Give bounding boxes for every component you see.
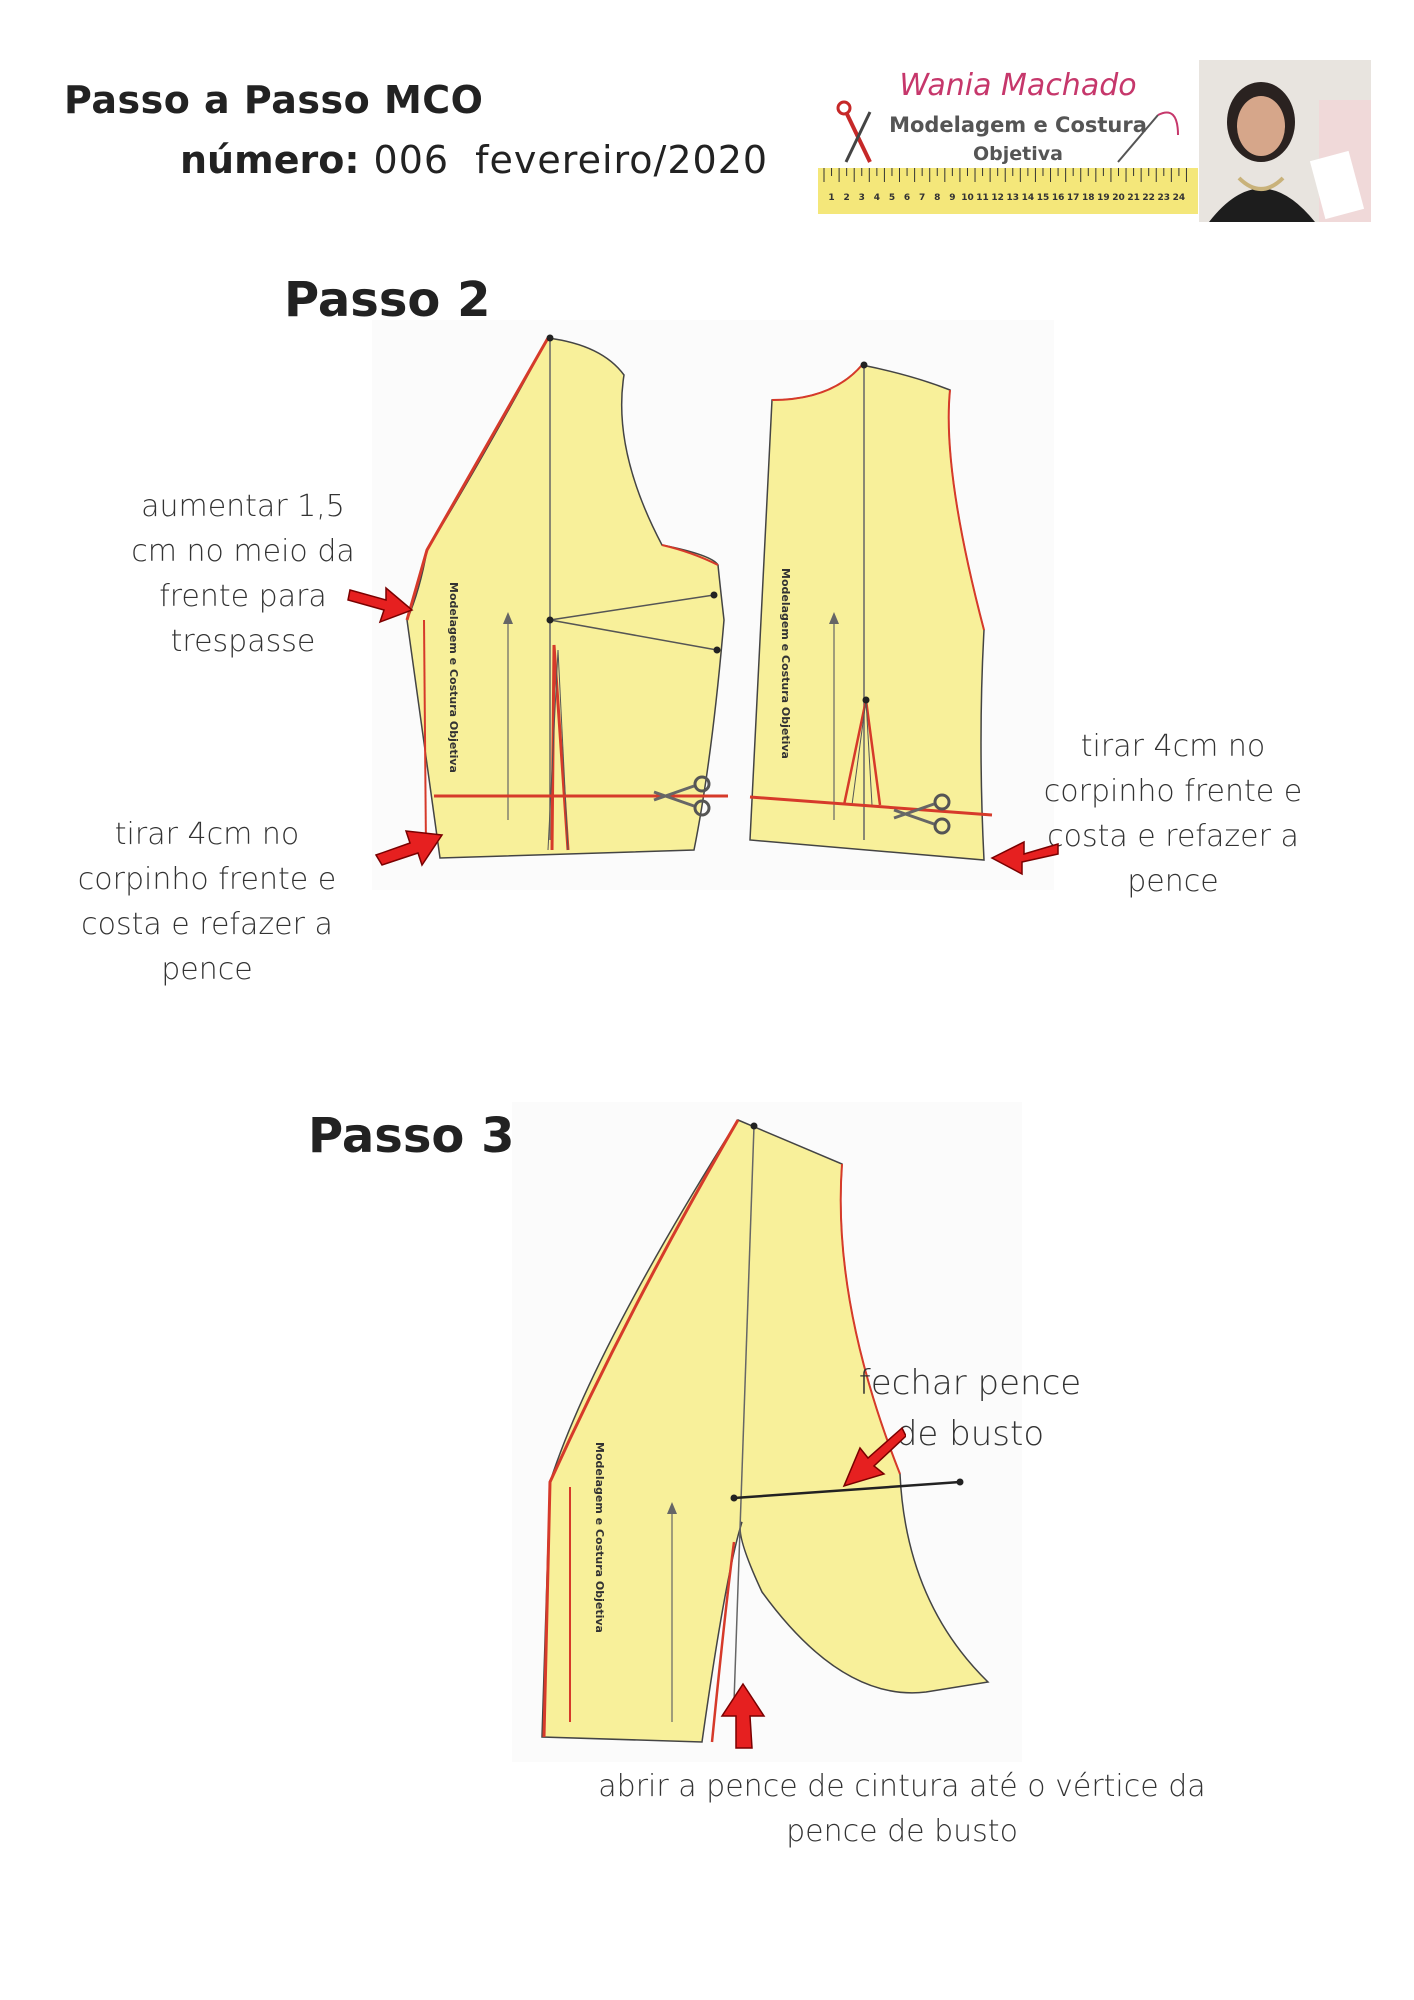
needle-icon: [1117, 111, 1179, 163]
arrow-icon: [842, 1426, 906, 1488]
ruler-number: 18: [1082, 193, 1095, 203]
number-value: 006: [373, 138, 450, 182]
note-trespasse: aumentar 1,5 cm no meio da frente para t…: [131, 489, 355, 659]
ruler-number: 3: [859, 193, 865, 203]
logo-name: Wania Machado: [899, 68, 1136, 103]
ruler-number: 14: [1022, 193, 1035, 203]
author-photo: [1199, 60, 1371, 222]
ruler-number: 15: [1037, 193, 1050, 203]
ruler-number: 24: [1173, 193, 1186, 203]
note-open-waist-dart: abrir a pence de cintura até o vértice d…: [598, 1769, 1206, 1849]
ruler-number: 17: [1067, 193, 1080, 203]
step2-heading: Passo 2: [284, 272, 491, 328]
step2-pattern-image: Modelagem e Costura Objetiva Modelagem e…: [372, 320, 1054, 890]
ruler-number: 2: [844, 193, 850, 203]
page-title: Passo a Passo MCO: [64, 78, 484, 122]
arrow-icon: [720, 1682, 766, 1749]
number-label: número:: [180, 138, 360, 182]
arrow-icon: [374, 830, 444, 867]
ruler-number: 22: [1142, 193, 1155, 203]
front-bodice-piece: Modelagem e Costura Objetiva: [405, 334, 728, 859]
ruler-number: 21: [1127, 193, 1140, 203]
logo-subtitle-1: Modelagem e Costura: [889, 113, 1147, 137]
note-cut-right: tirar 4cm no corpinho frente e costa e r…: [1043, 729, 1303, 899]
ruler-number: 12: [991, 193, 1004, 203]
step3-pattern-image: Modelagem e Costura Objetiva: [512, 1102, 1022, 1762]
arrow-icon: [990, 840, 1059, 876]
arrow-icon: [347, 586, 414, 624]
ruler-number: 4: [874, 193, 880, 203]
ruler-number: 19: [1097, 193, 1110, 203]
scissors-icon: [836, 100, 872, 163]
scissors-icon: [893, 793, 951, 835]
back-bodice-piece: Modelagem e Costura Objetiva: [749, 361, 993, 861]
scissors-icon: [653, 775, 711, 817]
ruler-number: 20: [1112, 193, 1125, 203]
issue-date: fevereiro/2020: [475, 138, 769, 182]
ruler-number: 6: [904, 193, 910, 203]
ruler-number: 8: [934, 193, 940, 203]
step3-heading: Passo 3: [308, 1108, 515, 1164]
ruler-number: 1: [828, 193, 834, 203]
back-pattern-label: Modelagem e Costura Objetiva: [779, 568, 792, 759]
issue-number: número: 006 fevereiro/2020: [180, 138, 768, 182]
step3-pattern-label: Modelagem e Costura Objetiva: [593, 1442, 606, 1633]
brand-logo: Wania Machado Modelagem e Costura Objeti…: [818, 60, 1198, 222]
note-close-bust-dart: fechar pence de busto: [858, 1363, 1082, 1454]
ruler-number: 16: [1052, 193, 1065, 203]
ruler-number: 7: [919, 193, 925, 203]
ruler-number: 11: [976, 193, 989, 203]
logo-subtitle-2: Objetiva: [973, 143, 1063, 165]
note-cut-left: tirar 4cm no corpinho frente e costa e r…: [77, 817, 337, 987]
ruler-number: 23: [1158, 193, 1171, 203]
rotated-front-bodice-piece: Modelagem e Costura Objetiva: [541, 1119, 990, 1743]
ruler-number: 10: [961, 193, 974, 203]
front-pattern-label: Modelagem e Costura Objetiva: [447, 582, 460, 773]
ruler-number: 5: [889, 193, 895, 203]
ruler-number: 9: [949, 193, 955, 203]
ruler-number: 13: [1007, 193, 1020, 203]
